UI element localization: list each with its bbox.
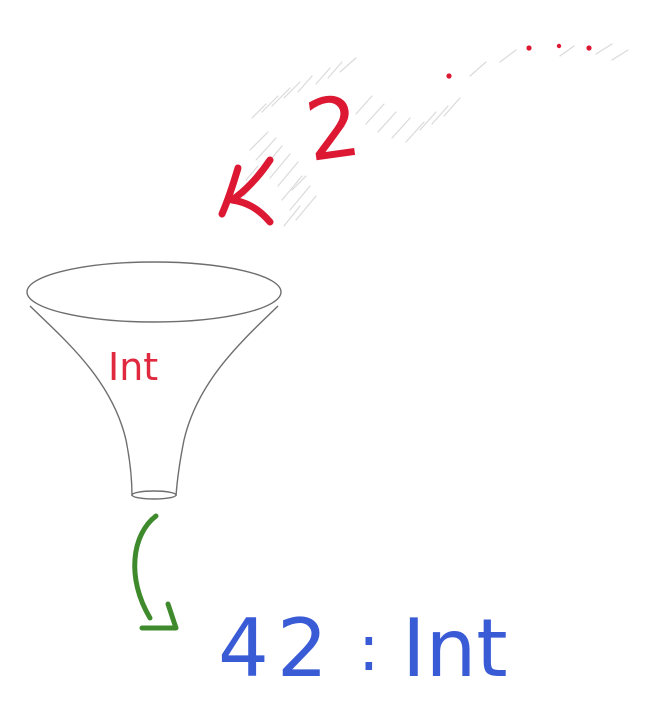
- funnel-right-side: [175, 305, 279, 497]
- output-arrow: [132, 513, 179, 631]
- result-type: Int: [402, 602, 508, 695]
- result-expression: 42 : Int: [218, 602, 508, 695]
- arrow-head-icon: [139, 601, 179, 631]
- result-separator: :: [358, 612, 380, 686]
- funnel-rim: [26, 261, 282, 323]
- result-value: 42: [218, 602, 336, 695]
- flying-value-1: [218, 156, 274, 226]
- flying-value-2: 2: [300, 76, 367, 180]
- funnel: [26, 261, 282, 500]
- funnel-left-side: [29, 305, 133, 497]
- funnel-spout: [131, 490, 177, 500]
- motion-lines: [243, 43, 629, 227]
- funnel-type-label: Int: [108, 345, 158, 389]
- trailing-dots: [446, 43, 592, 79]
